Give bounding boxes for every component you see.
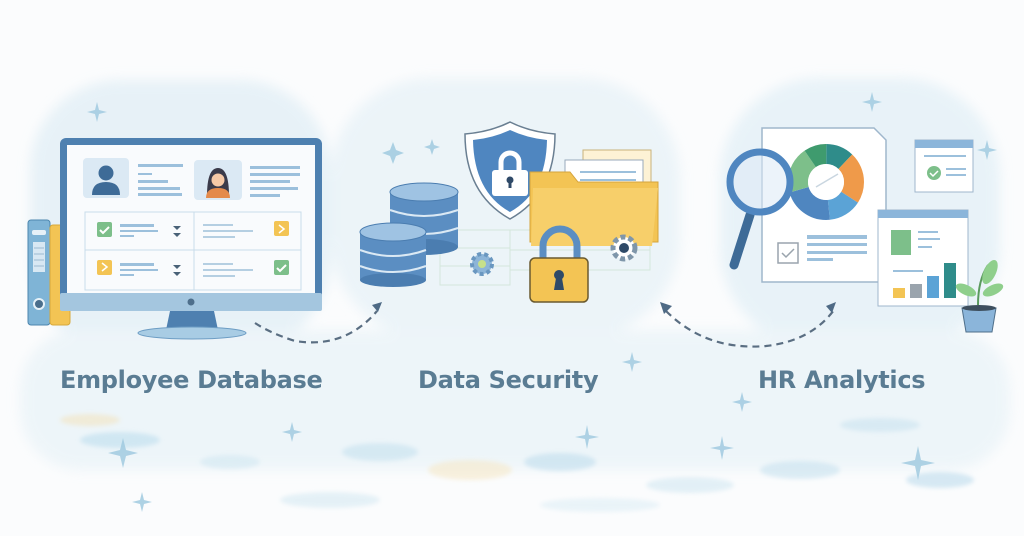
bar-chart-icon: [877, 209, 969, 307]
label-employee-database: Employee Database: [60, 366, 323, 394]
male-avatar-icon: [83, 158, 129, 198]
gear-icon: [470, 252, 494, 276]
arrow-employee-to-security: [254, 302, 382, 344]
flag-icon: [274, 221, 289, 236]
checkbox-icon: [777, 242, 799, 264]
check-icon: [97, 222, 112, 237]
section-hr-analytics: [700, 110, 1020, 350]
check-icon: [274, 260, 289, 275]
label-hr-analytics: HR Analytics: [758, 366, 926, 394]
database-icon: [359, 182, 459, 287]
gear-icon: [610, 234, 638, 262]
arrow-analytics-security-bidirectional: [660, 302, 836, 348]
section-data-security: [340, 110, 680, 330]
section-employee-database: [20, 130, 340, 350]
employee-database-illustration: [27, 138, 322, 340]
donut-chart-icon: [788, 144, 864, 220]
plant-icon: [955, 259, 1004, 333]
report-window-icon: [914, 139, 974, 193]
sparkle-icons: [87, 92, 997, 512]
magnifier-icon: [726, 148, 794, 270]
flag-icon: [97, 260, 112, 275]
padlock-icon: [529, 225, 589, 303]
female-avatar-icon: [194, 160, 242, 200]
hr-analytics-illustration: [726, 127, 1004, 333]
data-security-illustration: [359, 121, 659, 303]
label-data-security: Data Security: [418, 366, 599, 394]
